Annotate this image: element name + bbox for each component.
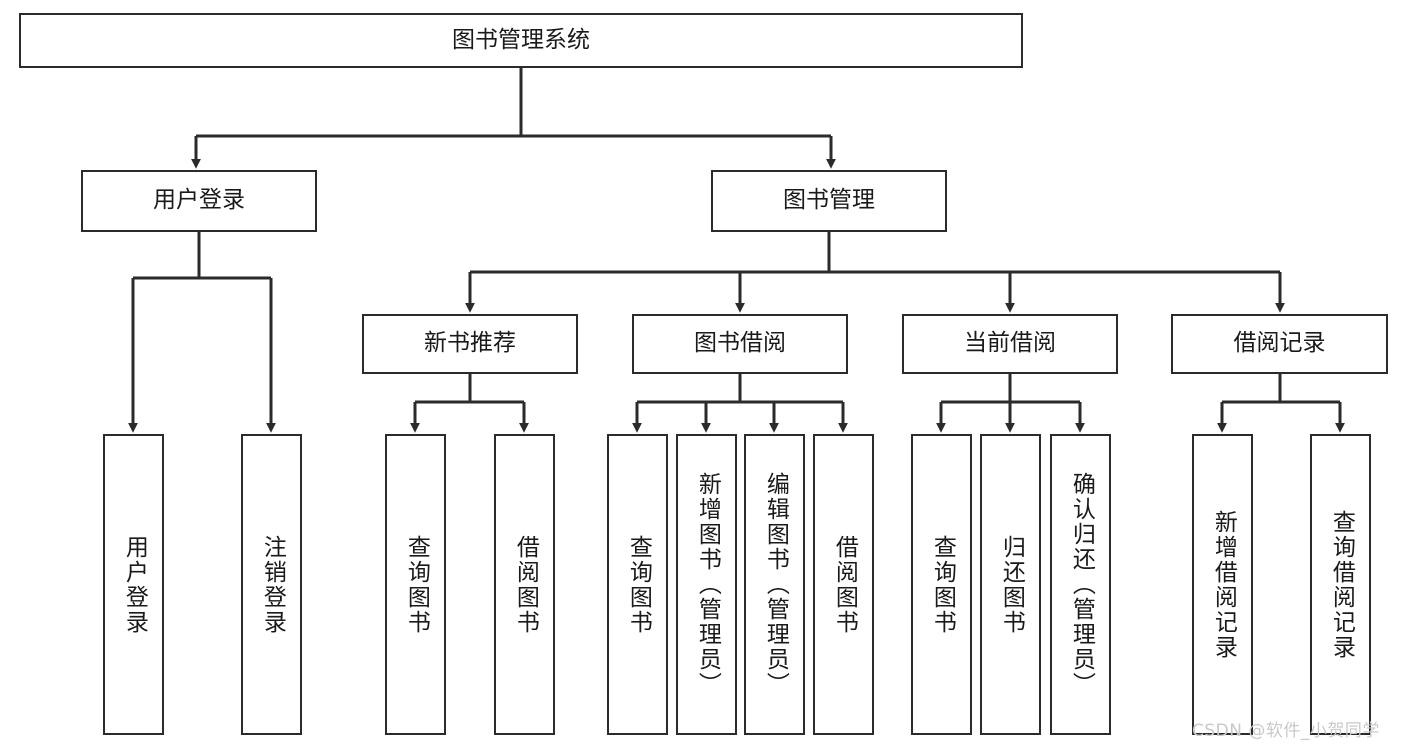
node-leaf-query-book-1[interactable]: 查询图书 [385, 434, 446, 735]
node-leaf-query-record[interactable]: 查询借阅记录 [1310, 434, 1371, 735]
node-user-login-label: 用户登录 [153, 187, 245, 214]
node-leaf-edit-book-label: 编辑图书（管理员） [762, 472, 789, 697]
node-leaf-user-login-label: 用户登录 [121, 534, 148, 635]
node-leaf-return-book[interactable]: 归还图书 [980, 434, 1041, 735]
node-leaf-borrow-book-1-label: 借阅图书 [512, 534, 539, 635]
node-book-borrow-label: 图书借阅 [694, 330, 786, 357]
node-current-borrow[interactable]: 当前借阅 [902, 314, 1118, 374]
node-leaf-query-book-3[interactable]: 查询图书 [911, 434, 972, 735]
node-borrow-record[interactable]: 借阅记录 [1171, 314, 1388, 374]
node-root-label: 图书管理系统 [452, 26, 590, 53]
node-leaf-user-login[interactable]: 用户登录 [103, 434, 164, 735]
node-leaf-query-record-label: 查询借阅记录 [1328, 509, 1355, 660]
node-borrow-record-label: 借阅记录 [1233, 330, 1326, 357]
node-leaf-add-record[interactable]: 新增借阅记录 [1192, 434, 1253, 735]
node-leaf-logout[interactable]: 注销登录 [241, 434, 302, 735]
node-leaf-query-book-1-label: 查询图书 [403, 534, 430, 635]
node-root[interactable]: 图书管理系统 [19, 13, 1023, 68]
node-leaf-add-book[interactable]: 新增图书（管理员） [676, 434, 737, 735]
node-leaf-borrow-book-2-label: 借阅图书 [831, 534, 858, 635]
node-leaf-edit-book[interactable]: 编辑图书（管理员） [744, 434, 805, 735]
node-leaf-add-book-label: 新增图书（管理员） [694, 472, 721, 697]
node-leaf-confirm-return[interactable]: 确认归还（管理员） [1050, 434, 1111, 735]
node-leaf-borrow-book-2[interactable]: 借阅图书 [813, 434, 874, 735]
node-leaf-borrow-book-1[interactable]: 借阅图书 [494, 434, 555, 735]
node-leaf-query-book-2-label: 查询图书 [625, 534, 652, 635]
node-new-book-rec-label: 新书推荐 [424, 330, 516, 357]
node-leaf-logout-label: 注销登录 [259, 534, 286, 635]
node-user-login[interactable]: 用户登录 [81, 170, 317, 232]
node-leaf-query-book-2[interactable]: 查询图书 [607, 434, 668, 735]
watermark: CSDN @软件_小贺同学 [1192, 721, 1380, 741]
node-leaf-confirm-return-label: 确认归还（管理员） [1068, 472, 1095, 697]
node-current-borrow-label: 当前借阅 [964, 330, 1056, 357]
node-leaf-return-book-label: 归还图书 [998, 534, 1025, 635]
node-leaf-query-book-3-label: 查询图书 [929, 534, 956, 635]
node-book-borrow[interactable]: 图书借阅 [632, 314, 848, 374]
node-book-manage-label: 图书管理 [783, 187, 875, 214]
node-book-manage[interactable]: 图书管理 [711, 170, 947, 232]
node-new-book-rec[interactable]: 新书推荐 [362, 314, 578, 374]
node-leaf-add-record-label: 新增借阅记录 [1210, 509, 1237, 660]
